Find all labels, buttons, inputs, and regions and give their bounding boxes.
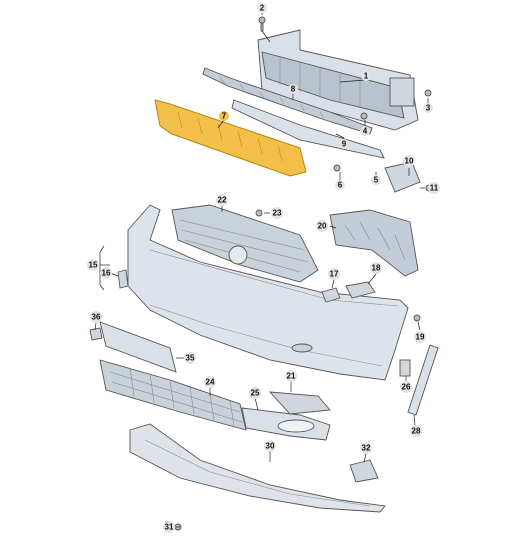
label-16[interactable]: 16 xyxy=(100,267,112,279)
part-25-fog-trim[interactable] xyxy=(241,407,331,441)
part-24-lower-grille[interactable] xyxy=(99,359,247,431)
part-7-energy-absorber[interactable] xyxy=(154,99,307,177)
svg-text:18: 18 xyxy=(372,264,381,273)
label-20[interactable]: 20 xyxy=(316,220,328,232)
label-25[interactable]: 25 xyxy=(249,387,261,399)
svg-text:30: 30 xyxy=(266,442,275,451)
svg-text:24: 24 xyxy=(206,378,215,387)
svg-text:20: 20 xyxy=(318,222,327,231)
part-21-bracket[interactable] xyxy=(268,391,331,415)
leader-lines xyxy=(94,12,429,528)
label-35[interactable]: 35 xyxy=(184,352,196,364)
label-21[interactable]: 21 xyxy=(285,370,297,382)
label-2[interactable]: 2 xyxy=(257,3,267,13)
part-36-clip[interactable] xyxy=(89,327,103,341)
label-11[interactable]: 11 xyxy=(428,182,440,194)
svg-text:19: 19 xyxy=(416,333,425,342)
label-24[interactable]: 24 xyxy=(204,376,216,388)
label-9[interactable]: 9 xyxy=(339,139,349,149)
svg-text:6: 6 xyxy=(338,181,343,190)
svg-text:4: 4 xyxy=(363,127,368,136)
label-10[interactable]: 10 xyxy=(403,155,415,167)
svg-text:9: 9 xyxy=(342,140,347,149)
part-22-upper-grille[interactable] xyxy=(171,204,319,283)
svg-text:16: 16 xyxy=(102,269,111,278)
part-16-bracket[interactable] xyxy=(117,269,129,289)
part-32-clip[interactable] xyxy=(349,459,379,483)
svg-text:28: 28 xyxy=(412,427,421,436)
part-30-lower-spoiler[interactable] xyxy=(129,423,386,513)
svg-text:3: 3 xyxy=(426,104,431,113)
svg-text:36: 36 xyxy=(92,313,101,322)
label-8[interactable]: 8 xyxy=(288,84,298,94)
part-10-bracket[interactable] xyxy=(384,161,421,193)
svg-text:32: 32 xyxy=(362,444,371,453)
part-17-clip[interactable] xyxy=(321,287,341,303)
label-6[interactable]: 6 xyxy=(335,180,345,190)
part-18-clip[interactable] xyxy=(345,281,376,299)
svg-text:8: 8 xyxy=(291,85,296,94)
label-26[interactable]: 26 xyxy=(400,381,412,393)
label-19[interactable]: 19 xyxy=(414,331,426,343)
label-32[interactable]: 32 xyxy=(360,442,372,454)
svg-text:17: 17 xyxy=(330,270,339,279)
svg-text:1: 1 xyxy=(364,72,369,81)
label-17[interactable]: 17 xyxy=(328,268,340,280)
label-36[interactable]: 36 xyxy=(90,311,102,323)
label-30[interactable]: 30 xyxy=(264,440,276,452)
label-15[interactable]: 15 xyxy=(87,259,99,271)
label-4[interactable]: 4 xyxy=(360,126,370,136)
label-23[interactable]: 23 xyxy=(271,207,283,219)
svg-text:31: 31 xyxy=(165,523,174,532)
svg-text:10: 10 xyxy=(405,157,414,166)
part-8-upper-strip[interactable] xyxy=(202,67,373,135)
label-5[interactable]: 5 xyxy=(371,175,381,185)
part-35-plate-holder[interactable] xyxy=(99,321,177,373)
label-1[interactable]: 1 xyxy=(361,71,371,81)
svg-text:15: 15 xyxy=(89,261,98,270)
svg-text:21: 21 xyxy=(287,372,296,381)
svg-text:26: 26 xyxy=(402,383,411,392)
svg-text:22: 22 xyxy=(218,196,227,205)
part-labels: 2 1 3 4 8 7 9 10 5 6 11 22 23 20 15 16 1… xyxy=(87,3,440,533)
part-20-side-bracket[interactable] xyxy=(329,209,419,277)
svg-text:23: 23 xyxy=(273,209,282,218)
label-18[interactable]: 18 xyxy=(370,262,382,274)
label-3[interactable]: 3 xyxy=(423,103,433,113)
svg-text:11: 11 xyxy=(430,184,439,193)
label-7[interactable]: 7 xyxy=(219,111,229,121)
label-31[interactable]: 31 xyxy=(163,521,175,533)
svg-text:35: 35 xyxy=(186,354,195,363)
svg-text:7: 7 xyxy=(222,112,227,121)
part-28-side-strip[interactable] xyxy=(407,344,439,416)
svg-text:25: 25 xyxy=(251,389,260,398)
svg-text:2: 2 xyxy=(260,4,265,13)
label-22[interactable]: 22 xyxy=(216,194,228,206)
part-1-bumper-carrier[interactable] xyxy=(257,29,419,131)
svg-text:5: 5 xyxy=(374,176,379,185)
label-28[interactable]: 28 xyxy=(410,425,422,437)
part-26-clip[interactable] xyxy=(399,359,411,377)
